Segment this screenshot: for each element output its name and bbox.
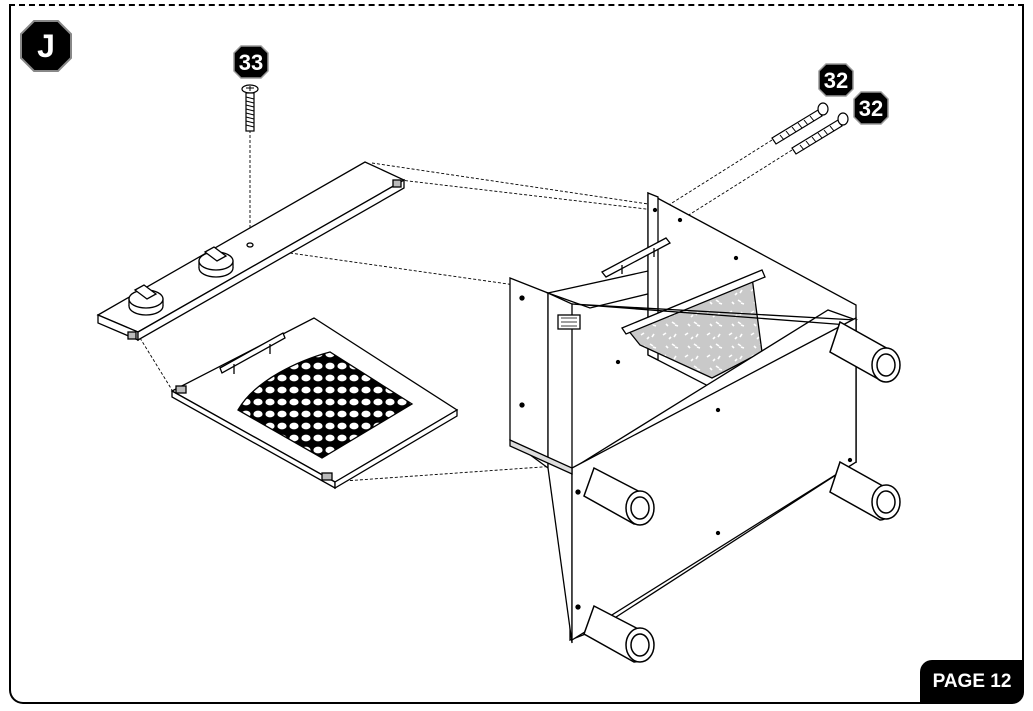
screw-32-a — [771, 102, 829, 145]
leg-front-bottom — [583, 604, 655, 663]
alignment-lines — [139, 100, 793, 483]
top-control-panel — [96, 161, 406, 342]
page-frame — [9, 4, 1024, 704]
page-number-tab: PAGE 12 — [920, 660, 1024, 704]
step-letter: J — [37, 28, 55, 64]
screw-33 — [241, 84, 259, 132]
leg-middle-right — [829, 460, 901, 521]
callout-32-a-label: 32 — [824, 68, 848, 93]
leg-front-top — [583, 466, 655, 526]
cabinet-body — [509, 191, 859, 644]
callout-33-label: 33 — [239, 50, 263, 75]
page-number-label: PAGE 12 — [932, 671, 1012, 692]
callout-32-a: 32 — [818, 63, 854, 97]
screw-32-b — [791, 112, 849, 155]
mesh-panel — [170, 317, 459, 490]
callout-33: 33 — [233, 45, 269, 79]
knob-right — [198, 246, 234, 278]
callout-32-b-label: 32 — [859, 96, 883, 121]
step-badge: J — [20, 20, 72, 72]
knob-left — [128, 284, 164, 316]
callout-32-b: 32 — [853, 91, 889, 125]
leg-top-right — [829, 320, 901, 383]
